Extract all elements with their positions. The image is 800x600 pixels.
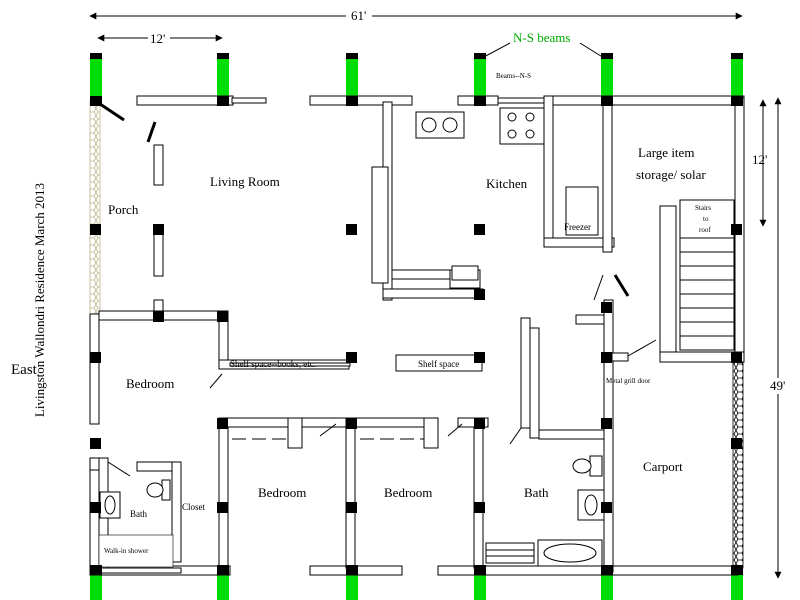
toilet-small: [146, 479, 171, 501]
label-bath-main: Bath: [524, 485, 549, 500]
toilet-main: [572, 455, 603, 477]
stairs: [679, 199, 735, 351]
freezer-unit: [565, 186, 599, 236]
posts: [90, 96, 743, 575]
beams-top-caps: [90, 53, 743, 59]
label-kitchen: Kitchen: [486, 176, 528, 191]
label-bedroom-3: Bedroom: [384, 485, 432, 500]
dimension-total-width: 61': [89, 7, 743, 23]
dimension-total-depth: 49': [768, 97, 792, 579]
dimension-bay-width: 12': [97, 30, 223, 46]
drawing-title: Livingston Wallondri Residence March 201…: [32, 183, 47, 417]
sink-small: [99, 491, 121, 519]
label-bedroom-east: Bedroom: [126, 376, 174, 391]
label-closet: Closet: [182, 502, 206, 512]
walkin-shower-pan: [98, 534, 174, 568]
label-living-room: Living Room: [210, 174, 280, 189]
label-shelf-books: Shelf space--books, etc.: [230, 359, 316, 369]
dimension-bay-depth-label: 12': [752, 152, 767, 167]
bathtub: [537, 539, 603, 567]
doors: [99, 102, 657, 477]
orientation-label: East: [11, 362, 38, 378]
dimension-bay-depth: 12': [752, 99, 767, 227]
carport-lattice: [732, 361, 744, 569]
beams-small-label: Beams--N-S: [496, 72, 531, 80]
beams-callout: N-S beams: [513, 30, 570, 45]
label-stairs-1: Stairs: [695, 204, 711, 212]
dimension-total-width-label: 61': [351, 8, 366, 23]
cooktop: [499, 107, 545, 145]
label-storage-2: storage/ solar: [636, 167, 706, 182]
label-freezer: Freezer: [564, 222, 591, 232]
beams-top: [90, 55, 743, 101]
sink-main: [577, 489, 605, 521]
stove: [415, 111, 465, 139]
label-porch: Porch: [108, 202, 139, 217]
label-stairs-2: to: [703, 215, 709, 223]
label-carport: Carport: [643, 459, 683, 474]
label-metal-grill-door: Metal grill door: [606, 377, 651, 385]
label-storage-1: Large item: [638, 145, 694, 160]
label-bath-small: Bath: [130, 509, 147, 519]
label-stairs-3: roof: [699, 226, 711, 234]
kitchen-sink: [451, 265, 479, 281]
dimension-total-depth-label: 49': [770, 378, 785, 393]
label-walkin-shower: Walk-in shower: [104, 547, 149, 555]
label-bedroom-2: Bedroom: [258, 485, 306, 500]
label-shelf-space: Shelf space: [418, 359, 459, 369]
bath-tiles: [485, 542, 535, 564]
porch-lattice: [89, 99, 101, 315]
dimension-bay-width-label: 12': [150, 31, 165, 46]
beams-bottom: [90, 572, 743, 600]
